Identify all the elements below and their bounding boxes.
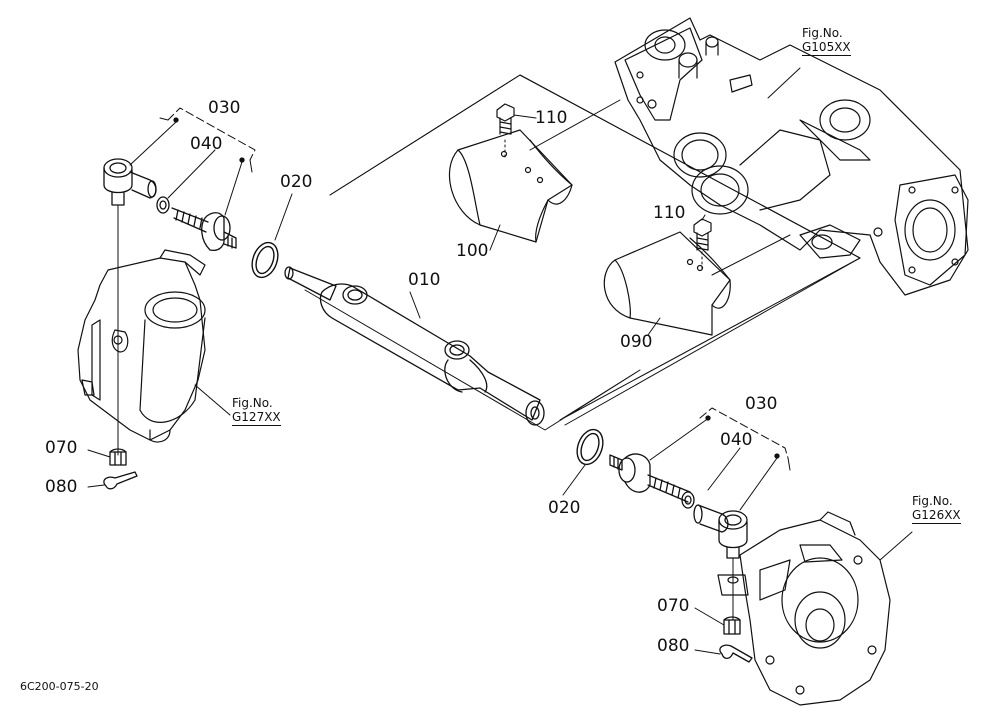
castle-nut-070-right: [723, 616, 741, 635]
label-100: 100: [456, 241, 489, 261]
leader-100: [489, 224, 501, 251]
left-knuckle-housing: [77, 249, 206, 443]
label-030-top: 030: [208, 98, 241, 118]
label-040-top: 040: [190, 134, 223, 154]
leader-g105: [767, 67, 801, 99]
front-axle-frame: [614, 17, 969, 296]
leader-080-top: [87, 484, 105, 488]
leader-020-bottom: [562, 464, 586, 496]
figref-g127[interactable]: Fig.No. G127XX: [232, 396, 281, 426]
figref-g126[interactable]: Fig.No. G126XX: [912, 494, 961, 524]
oring-020-right: [576, 428, 604, 466]
nut-040-right: [681, 491, 695, 509]
tie-rod-end-right: [693, 504, 748, 559]
figref-g105-line2: G105XX: [802, 40, 851, 56]
leader-g127: [194, 384, 231, 416]
label-040-bottom: 040: [720, 430, 753, 450]
right-knuckle-housing: [717, 511, 891, 706]
figref-g127-line2: G127XX: [232, 410, 281, 426]
figref-g127-line1: Fig.No.: [232, 396, 273, 410]
leader-080-bottom: [694, 649, 721, 655]
leader-020-top: [274, 193, 293, 241]
ball-joint-left: [171, 207, 237, 251]
figref-g105-line1: Fig.No.: [802, 26, 843, 40]
bracket-030-right: [699, 407, 789, 459]
bolt-110-top: [496, 103, 515, 135]
leader-040-top: [167, 149, 216, 199]
cotter-pin-080-left: [103, 471, 138, 490]
nut-040-left: [156, 196, 170, 214]
group-boundary: [304, 74, 861, 431]
leader-g126: [879, 531, 913, 561]
label-020-top: 020: [280, 172, 313, 192]
label-070-top: 070: [45, 438, 78, 458]
leader-090: [647, 317, 661, 336]
group-boundary-lower: [305, 290, 640, 430]
leader-040-bottom: [707, 447, 741, 491]
figref-g126-line1: Fig.No.: [912, 494, 953, 508]
drawing-code: 6C200-075-20: [20, 680, 99, 693]
oring-020-left: [251, 241, 279, 279]
bolt-110-bottom: [693, 218, 712, 251]
leader-110-bottom: [701, 214, 706, 221]
tie-rod-end-left: [103, 158, 157, 206]
leader-070-bottom: [694, 607, 725, 626]
label-080-bottom: 080: [657, 636, 690, 656]
figref-g105[interactable]: Fig.No. G105XX: [802, 26, 851, 56]
castle-nut-070-left: [109, 448, 127, 466]
label-020-bottom: 020: [548, 498, 581, 518]
label-070-bottom: 070: [657, 596, 690, 616]
bracket-030-left: [167, 107, 256, 161]
leader-010: [409, 291, 421, 319]
leader-070-top: [87, 449, 111, 458]
cover-090: [603, 231, 731, 336]
cotter-pin-080-right: [719, 644, 753, 663]
label-110-bottom: 110: [653, 203, 686, 223]
ball-joint-right: [609, 453, 691, 503]
figref-g126-line2: G126XX: [912, 508, 961, 524]
steering-cylinder: [284, 266, 545, 426]
label-010: 010: [408, 270, 441, 290]
leader-110-top: [513, 114, 537, 119]
cover-100: [448, 129, 573, 243]
label-030-bottom: 030: [745, 394, 778, 414]
label-090: 090: [620, 332, 653, 352]
label-080-top: 080: [45, 477, 78, 497]
label-110-top: 110: [535, 108, 568, 128]
